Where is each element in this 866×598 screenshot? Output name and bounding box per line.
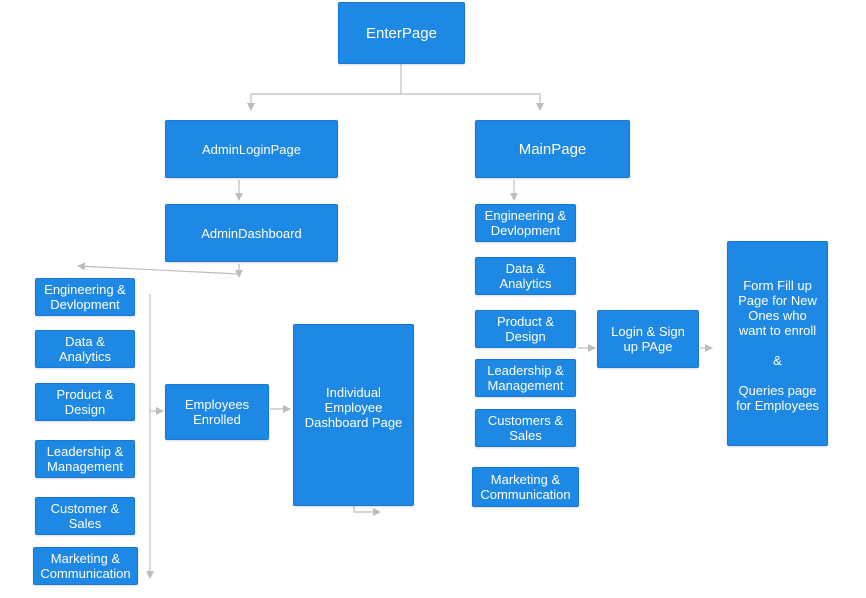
right-data-node[interactable]: Data & Analytics [475, 257, 576, 295]
main-page-node[interactable]: MainPage [475, 120, 630, 178]
left-marketing-node[interactable]: Marketing & Communication [33, 547, 138, 585]
edge-split-admin [247, 93, 401, 111]
admin-login-page-node[interactable]: AdminLoginPage [165, 120, 338, 178]
individual-dashboard-node[interactable]: Individual Employee Dashboard Page [293, 324, 414, 506]
left-leadership-node[interactable]: Leadership & Management [35, 440, 135, 478]
employees-enrolled-node[interactable]: Employees Enrolled [165, 384, 269, 440]
right-engineering-node[interactable]: Engineering & Devlopment [475, 204, 576, 242]
left-customer-node[interactable]: Customer & Sales [35, 497, 135, 535]
login-signup-node[interactable]: Login & Sign up PAge [597, 310, 699, 368]
edge-split-main [401, 93, 544, 111]
right-product-node[interactable]: Product & Design [475, 310, 576, 348]
left-engineering-node[interactable]: Engineering & Devlopment [35, 278, 135, 316]
admin-dashboard-node[interactable]: AdminDashboard [165, 204, 338, 262]
form-fill-node[interactable]: Form Fill up Page for New Ones who want … [727, 241, 828, 446]
enter-page-node[interactable]: EnterPage [338, 2, 465, 64]
right-customers-node[interactable]: Customers & Sales [475, 409, 576, 447]
left-product-node[interactable]: Product & Design [35, 383, 135, 421]
edge-dashboard-left [77, 262, 240, 275]
right-marketing-node[interactable]: Marketing & Communication [472, 467, 579, 507]
right-leadership-node[interactable]: Leadership & Management [475, 359, 576, 397]
left-data-node[interactable]: Data & Analytics [35, 330, 135, 368]
edge-individual-out [353, 506, 381, 516]
